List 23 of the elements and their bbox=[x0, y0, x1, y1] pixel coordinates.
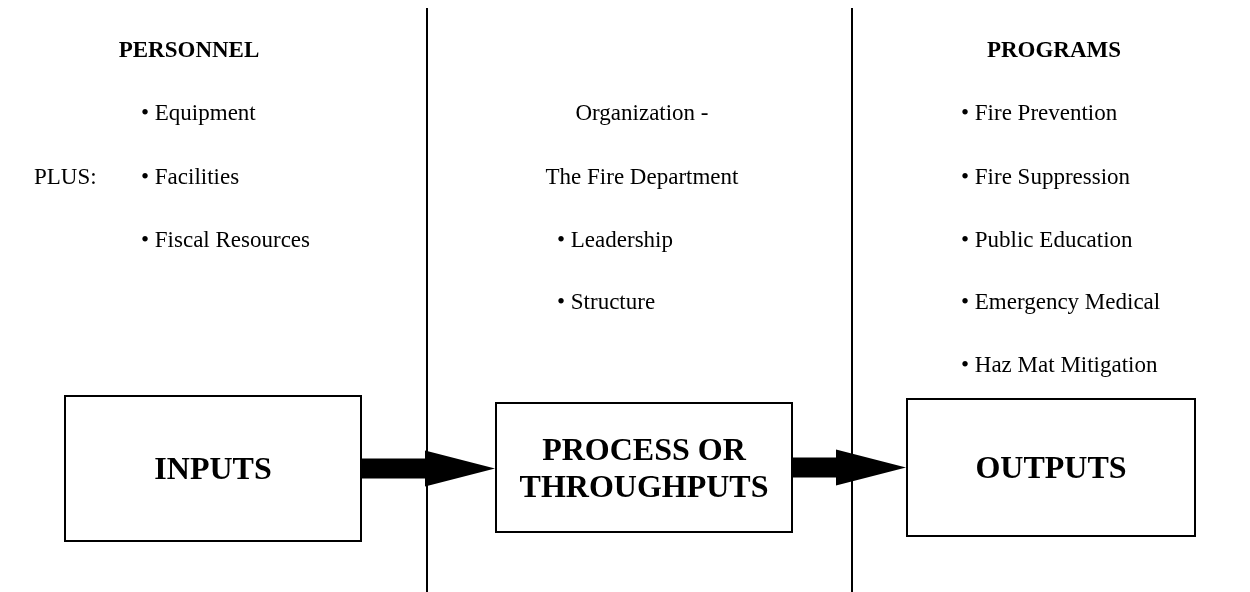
arrow bbox=[362, 450, 495, 487]
box-title: INPUTS bbox=[154, 450, 272, 487]
box-title: PROCESS OR THROUGHPUTS bbox=[518, 430, 770, 505]
list-item: • Fire Suppression bbox=[961, 165, 1131, 188]
column-heading: PROGRAMS bbox=[986, 38, 1122, 61]
arrow bbox=[793, 449, 906, 486]
list-item: • Equipment bbox=[141, 101, 256, 124]
list-item: Organization - bbox=[575, 101, 709, 124]
list-item: • Emergency Medical bbox=[961, 290, 1161, 313]
process-box bbox=[64, 395, 362, 542]
list-item: • Public Education bbox=[961, 228, 1133, 251]
list-item: • Haz Mat Mitigation bbox=[961, 353, 1158, 376]
process-box bbox=[495, 402, 793, 533]
process-box bbox=[906, 398, 1196, 537]
list-item: The Fire Department bbox=[545, 165, 739, 188]
list-item: • Facilities bbox=[141, 165, 240, 188]
list-item: • Structure bbox=[557, 290, 656, 313]
list-item: PLUS: bbox=[34, 165, 97, 188]
list-item: • Fiscal Resources bbox=[141, 228, 311, 251]
list-item: • Fire Prevention bbox=[961, 101, 1118, 124]
column-heading: PERSONNEL bbox=[118, 38, 260, 61]
list-item: • Leadership bbox=[557, 228, 673, 251]
box-title: OUTPUTS bbox=[975, 449, 1127, 486]
